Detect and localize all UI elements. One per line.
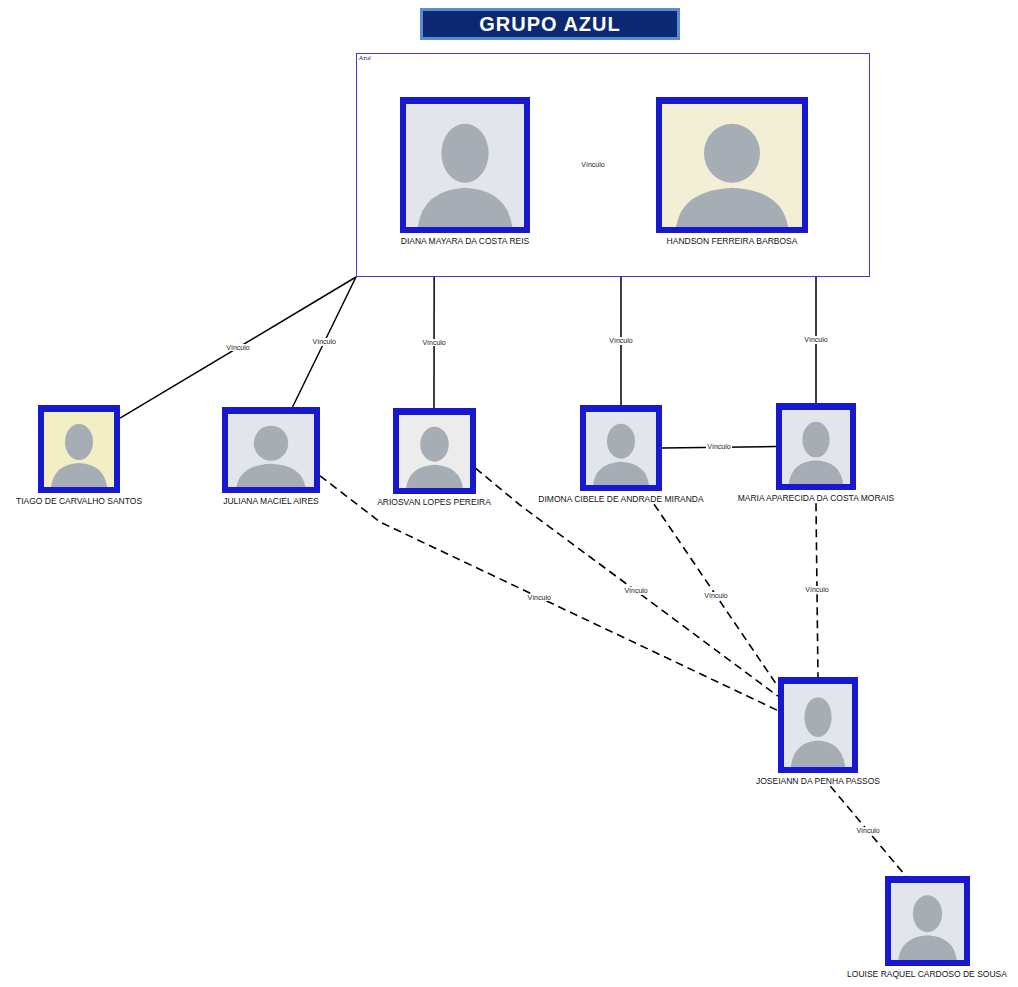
person-name: JULIANA MACIEL AIRES [223, 496, 319, 506]
head-shape [65, 424, 93, 460]
head-shape [802, 422, 829, 458]
link-label: Vínculo [803, 336, 828, 344]
dashed-link [654, 504, 778, 686]
person-node: JULIANA MACIEL AIRES [222, 407, 320, 506]
photo-frame [778, 677, 858, 773]
photo-frame [885, 876, 970, 966]
photo-placeholder [399, 415, 470, 488]
shoulder-shape [237, 464, 306, 487]
solid-link [120, 277, 356, 418]
person-node: JOSEIANN DA PENHA PASSOS [756, 677, 880, 786]
person-name: JOSEIANN DA PENHA PASSOS [756, 776, 880, 786]
group-box: DIANA MAYARA DA COSTA REIS HANDSON FERREI… [356, 53, 870, 277]
photo-frame [222, 407, 320, 493]
head-shape [441, 124, 488, 183]
photo-placeholder [662, 104, 802, 227]
person-node: LOUISE RAQUEL CARDOSO DE SOUSA [847, 876, 1007, 979]
shoulder-shape [898, 935, 956, 960]
shoulder-shape [51, 463, 107, 487]
person-node: DIMONA CIBELE DE ANDRADE MIRANDA [538, 405, 703, 504]
photo-placeholder [228, 414, 314, 487]
photo-placeholder [782, 410, 850, 484]
shoulder-shape [418, 188, 512, 227]
photo-frame [38, 405, 120, 493]
link-label: Vínculo [580, 161, 605, 169]
head-shape [704, 124, 760, 183]
link-label: Vínculo [706, 443, 731, 451]
photo-frame [656, 97, 808, 233]
person-name: ARIOSVAN LOPES PEREIRA [377, 497, 491, 507]
photo-placeholder [784, 684, 852, 767]
person-node: TIAGO DE CARVALHO SANTOS [16, 405, 142, 506]
head-shape [420, 427, 448, 462]
photo-placeholder [44, 412, 114, 487]
solid-link [293, 277, 356, 407]
head-shape [912, 895, 941, 932]
link-label: Vínculo [804, 586, 829, 594]
photo-frame [580, 405, 662, 491]
shoulder-shape [406, 465, 463, 488]
person-node: ARIOSVAN LOPES PEREIRA [377, 408, 491, 507]
shoulder-shape [791, 740, 845, 767]
chart-title: GRUPO AZUL [420, 8, 680, 40]
photo-placeholder [586, 412, 656, 485]
dashed-link [320, 476, 778, 711]
photo-frame [400, 97, 530, 233]
link-label: Vínculo [527, 594, 552, 602]
head-shape [607, 424, 635, 459]
photo-placeholder [406, 104, 524, 227]
link-label: Vínculo [312, 338, 337, 346]
link-label: Vínculo [421, 339, 446, 347]
person-node: HANDSON FERREIRA BARBOSA [656, 97, 808, 246]
person-node: DIANA MAYARA DA COSTA REIS [400, 97, 530, 246]
person-node: MARIA APARECIDA DA COSTA MORAIS [738, 403, 895, 503]
photo-placeholder [891, 883, 964, 960]
dashed-link [830, 786, 905, 876]
dashed-link [476, 468, 778, 696]
link-label: Vínculo [608, 337, 633, 345]
shoulder-shape [789, 460, 843, 484]
shoulder-shape [593, 462, 649, 485]
person-name: TIAGO DE CARVALHO SANTOS [16, 496, 142, 506]
link-label: Vínculo [855, 827, 880, 835]
person-name: DIANA MAYARA DA COSTA REIS [401, 236, 529, 246]
link-label: Vínculo [623, 587, 648, 595]
group-label: Azul [357, 54, 869, 63]
person-name: MARIA APARECIDA DA COSTA MORAIS [738, 493, 895, 503]
link-label: Vínculo [225, 344, 250, 352]
person-name: HANDSON FERREIRA BARBOSA [667, 236, 798, 246]
link-label: Vínculo [703, 592, 728, 600]
head-shape [254, 426, 288, 461]
head-shape [804, 697, 831, 737]
photo-frame [776, 403, 856, 490]
photo-frame [393, 408, 476, 494]
person-name: DIMONA CIBELE DE ANDRADE MIRANDA [538, 494, 703, 504]
shoulder-shape [676, 188, 788, 227]
person-name: LOUISE RAQUEL CARDOSO DE SOUSA [847, 969, 1007, 979]
